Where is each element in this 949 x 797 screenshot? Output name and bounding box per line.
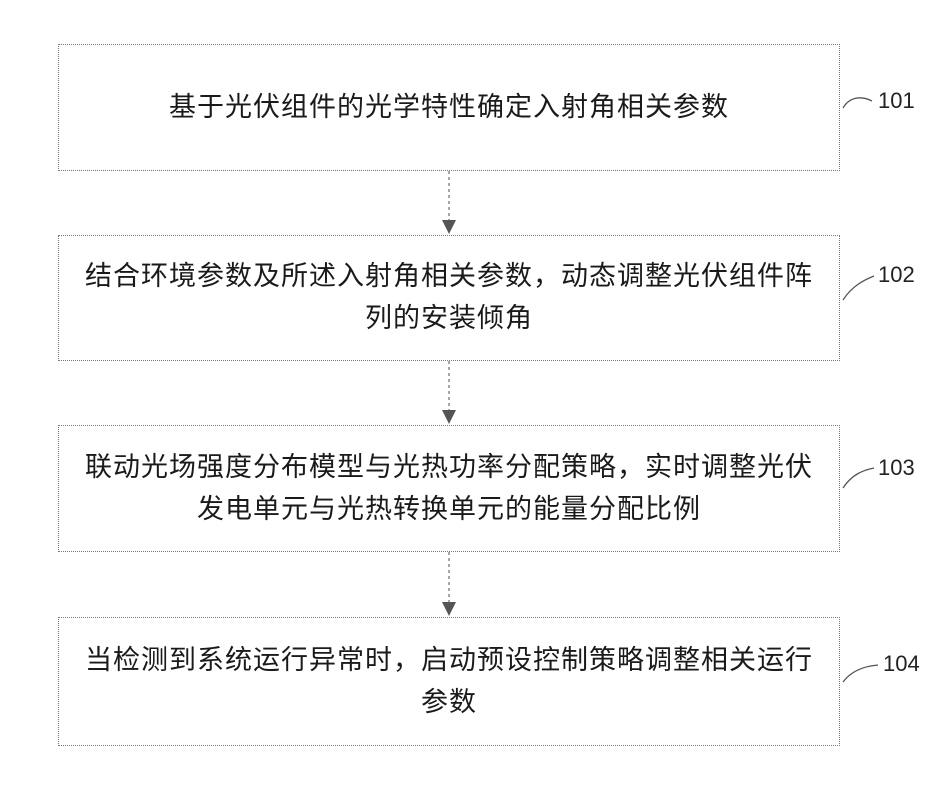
arrow-101-to-102	[442, 171, 456, 234]
step-text-104: 当检测到系统运行异常时，启动预设控制策略调整相关运行参数	[77, 640, 821, 724]
leader-line-101	[843, 98, 872, 108]
leader-line-102	[843, 276, 874, 300]
step-box-104: 当检测到系统运行异常时，启动预设控制策略调整相关运行参数	[58, 617, 840, 746]
step-box-103: 联动光场强度分布模型与光热功率分配策略，实时调整光伏发电单元与光热转换单元的能量…	[58, 425, 840, 552]
leader-line-104	[843, 665, 878, 682]
step-ref-104: 104	[883, 651, 920, 677]
step-ref-101: 101	[878, 88, 915, 114]
arrow-103-to-104	[442, 552, 456, 616]
step-ref-103: 103	[878, 455, 915, 481]
leader-line-103	[843, 468, 874, 488]
step-text-102: 结合环境参数及所述入射角相关参数，动态调整光伏组件阵列的安装倾角	[77, 256, 821, 340]
step-text-101: 基于光伏组件的光学特性确定入射角相关参数	[169, 87, 729, 129]
step-ref-102: 102	[878, 262, 915, 288]
step-box-102: 结合环境参数及所述入射角相关参数，动态调整光伏组件阵列的安装倾角	[58, 235, 840, 361]
arrow-102-to-103	[442, 361, 456, 424]
step-box-101: 基于光伏组件的光学特性确定入射角相关参数	[58, 44, 840, 171]
step-text-103: 联动光场强度分布模型与光热功率分配策略，实时调整光伏发电单元与光热转换单元的能量…	[77, 447, 821, 531]
